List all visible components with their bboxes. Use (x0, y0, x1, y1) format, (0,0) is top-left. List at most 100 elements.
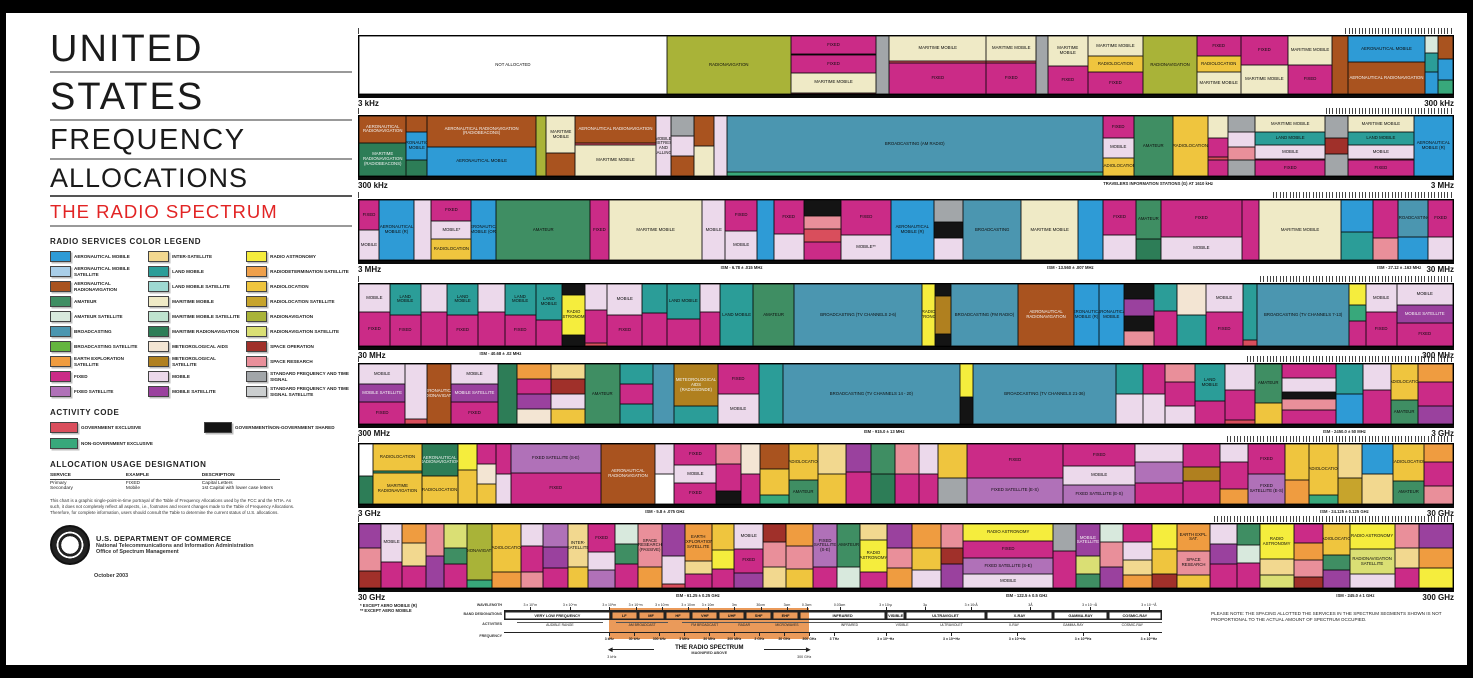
allocation-segment: BROADCASTING (TV CHANNELS 7-13) (1256, 284, 1350, 346)
allocation-block (401, 565, 427, 589)
tick-mark (1292, 356, 1294, 362)
allocation-block: MARITIME MOBILE (608, 200, 703, 260)
tick-mark (1260, 516, 1261, 522)
activity-span: INFRARED (813, 622, 886, 627)
tick-mark (1368, 28, 1370, 34)
allocation-block (846, 472, 871, 504)
tick-mark (1246, 356, 1248, 362)
allocation-block: FIXED (790, 36, 877, 55)
allocation-label: FIXED (1374, 164, 1388, 170)
tick-mark (1332, 108, 1334, 114)
frequency-tick-label: 3 x 10¹⁴Hz (877, 637, 895, 641)
allocation-block (1122, 559, 1152, 576)
tick-mark (1424, 108, 1426, 114)
tick-mark (1335, 356, 1337, 362)
tick-mark (1398, 356, 1400, 362)
allocation-block (1135, 483, 1184, 505)
band-caption: ISM - 40.68 ± .02 MHz (479, 351, 522, 356)
legend-label: AMATEUR (74, 298, 97, 304)
allocation-label: RADIO ASTRONOMY (922, 309, 935, 319)
allocation-block (1349, 284, 1366, 305)
allocation-block: MARITIME MOBILE (889, 36, 987, 62)
allocation-label: RADIONAVIGATION (709, 61, 749, 67)
allocation-block: AERONAUTICAL MOBILE (1098, 284, 1124, 346)
allocation-block (894, 444, 919, 474)
allocation-label: BROADCASTING (FM RADIO) (954, 311, 1015, 317)
allocation-label: FIXED (827, 41, 840, 47)
bracket-left-tag: 3 kHz (607, 655, 617, 659)
allocation-block (1336, 364, 1364, 394)
allocation-label: FIXED (689, 489, 702, 495)
allocation-block (763, 566, 786, 588)
wavelength-tick-label: 3 x 10²m (681, 603, 696, 607)
legend-swatch-ams (50, 266, 71, 277)
allocation-block (714, 116, 727, 176)
tick-mark (1338, 436, 1340, 442)
allocation-block (1325, 116, 1348, 138)
tick-mark (358, 108, 359, 114)
legend-label: STANDARD FREQUENCY AND TIME SIGNAL (270, 371, 349, 382)
tick-mark (1444, 276, 1446, 282)
allocation-label: EARTH EXPLORATION SATELLITE (685, 534, 712, 549)
tick-mark (1411, 108, 1413, 114)
legend-item: LAND MOBILE SATELLITE (148, 280, 240, 293)
allocation-block: LAND MOBILE (1347, 131, 1414, 145)
allocation-block: AMATEUR (1135, 200, 1161, 240)
allocation-block: AERONAUTICAL RADIONAVIGATION (RADIOBEACO… (427, 116, 537, 147)
allocation-label: AERONAUTICAL RADIONAVIGATION (421, 454, 458, 465)
allocation-label: LAND MOBILE (1201, 377, 1218, 387)
allocation-block (619, 404, 653, 424)
allocation-label: MOBILE* (442, 226, 461, 232)
tick-mark (1243, 516, 1245, 522)
allocation-block: MARITIME MOBILE (1347, 116, 1414, 132)
allocation-segment: AERONAUTICAL RADIONAVIGATION (600, 444, 656, 504)
wavelength-tick (839, 607, 841, 610)
allocation-label: FIXED (368, 325, 381, 331)
band-designation-cell: INFRARED (799, 611, 887, 620)
allocation-block (1228, 131, 1256, 148)
allocation-label: MOBILE (733, 242, 750, 248)
allocation-segment: BROADCASTING (FM RADIO) (951, 284, 1018, 346)
allocation-block: LAND MOBILE (1194, 364, 1225, 402)
wavelength-tick (569, 607, 571, 610)
legend-item: STANDARD FREQUENCY AND TIME SIGNAL SATEL… (246, 385, 352, 398)
band-baseline (358, 261, 1454, 264)
tick-mark (1352, 436, 1354, 442)
tick-mark (1345, 516, 1347, 522)
legend-item: RADIODETERMINATION SATELLITE (246, 265, 352, 278)
tick-mark (1299, 516, 1301, 522)
tick-mark (1342, 108, 1344, 114)
allocation-block (1194, 401, 1225, 424)
allocation-block (785, 546, 813, 569)
allocation-segment (359, 444, 374, 504)
tick-mark (1286, 276, 1288, 282)
band-range-start: 30 MHz (358, 351, 386, 360)
frequency-tick (759, 633, 761, 636)
allocation-block: RADIONAVIGATION (1143, 36, 1197, 94)
tick-mark (1434, 276, 1436, 282)
tick-mark (1306, 192, 1308, 198)
allocation-block: AERONAUTICAL RADIONAVIGATION (575, 116, 656, 143)
tick-mark (1355, 108, 1357, 114)
allocation-block: MOBILE (1205, 284, 1243, 313)
allocation-label: FIXED (1434, 215, 1447, 221)
allocation-block: MOBILE (702, 200, 725, 260)
legend-swatch-sf (246, 371, 268, 382)
allocation-block (550, 364, 585, 379)
allocation-block (1424, 444, 1454, 462)
tick-mark (1430, 436, 1432, 442)
allocation-block (444, 547, 467, 565)
allocation-label: AERONAUTICAL RADIONAVIGATION (362, 123, 403, 134)
allocation-block (1164, 382, 1195, 406)
tick-mark (1329, 436, 1331, 442)
doc-seal-icon (50, 524, 90, 565)
allocation-segment: EARTH EXPLORATION SATELLITE (684, 524, 712, 588)
allocation-label: SPACE RESEARCH (PASSIVE) (637, 537, 662, 552)
